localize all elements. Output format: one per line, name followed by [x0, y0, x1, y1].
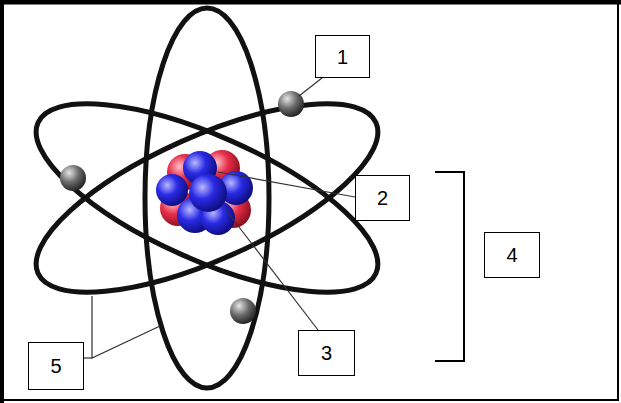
orbit — [13, 66, 401, 330]
callout-box: 4 — [484, 232, 540, 278]
callout-number: 2 — [377, 188, 388, 208]
electrons — [60, 91, 304, 324]
leader-line — [218, 172, 355, 197]
callout-box: 3 — [298, 330, 355, 376]
callout-box: 5 — [28, 342, 84, 390]
callout-number: 5 — [50, 356, 61, 376]
neutron — [156, 174, 188, 206]
leader-line — [92, 296, 160, 358]
leader-line — [84, 357, 92, 358]
callout-number: 4 — [506, 245, 517, 265]
callout-box: 1 — [315, 35, 370, 78]
orbit — [145, 8, 269, 388]
orbit — [13, 66, 401, 330]
callout-box: 2 — [355, 175, 410, 221]
electron — [60, 165, 86, 191]
bracket — [435, 172, 464, 361]
callout-number: 3 — [321, 343, 332, 363]
leader-lines — [84, 78, 355, 358]
orbits — [13, 8, 401, 388]
electron — [230, 298, 256, 324]
leader-line — [226, 210, 318, 330]
frame-left — [0, 0, 4, 403]
neutron — [189, 174, 227, 212]
callout-number: 1 — [337, 47, 348, 67]
nucleus — [156, 150, 253, 235]
frame-top — [0, 0, 621, 5]
leader-line — [299, 78, 322, 96]
